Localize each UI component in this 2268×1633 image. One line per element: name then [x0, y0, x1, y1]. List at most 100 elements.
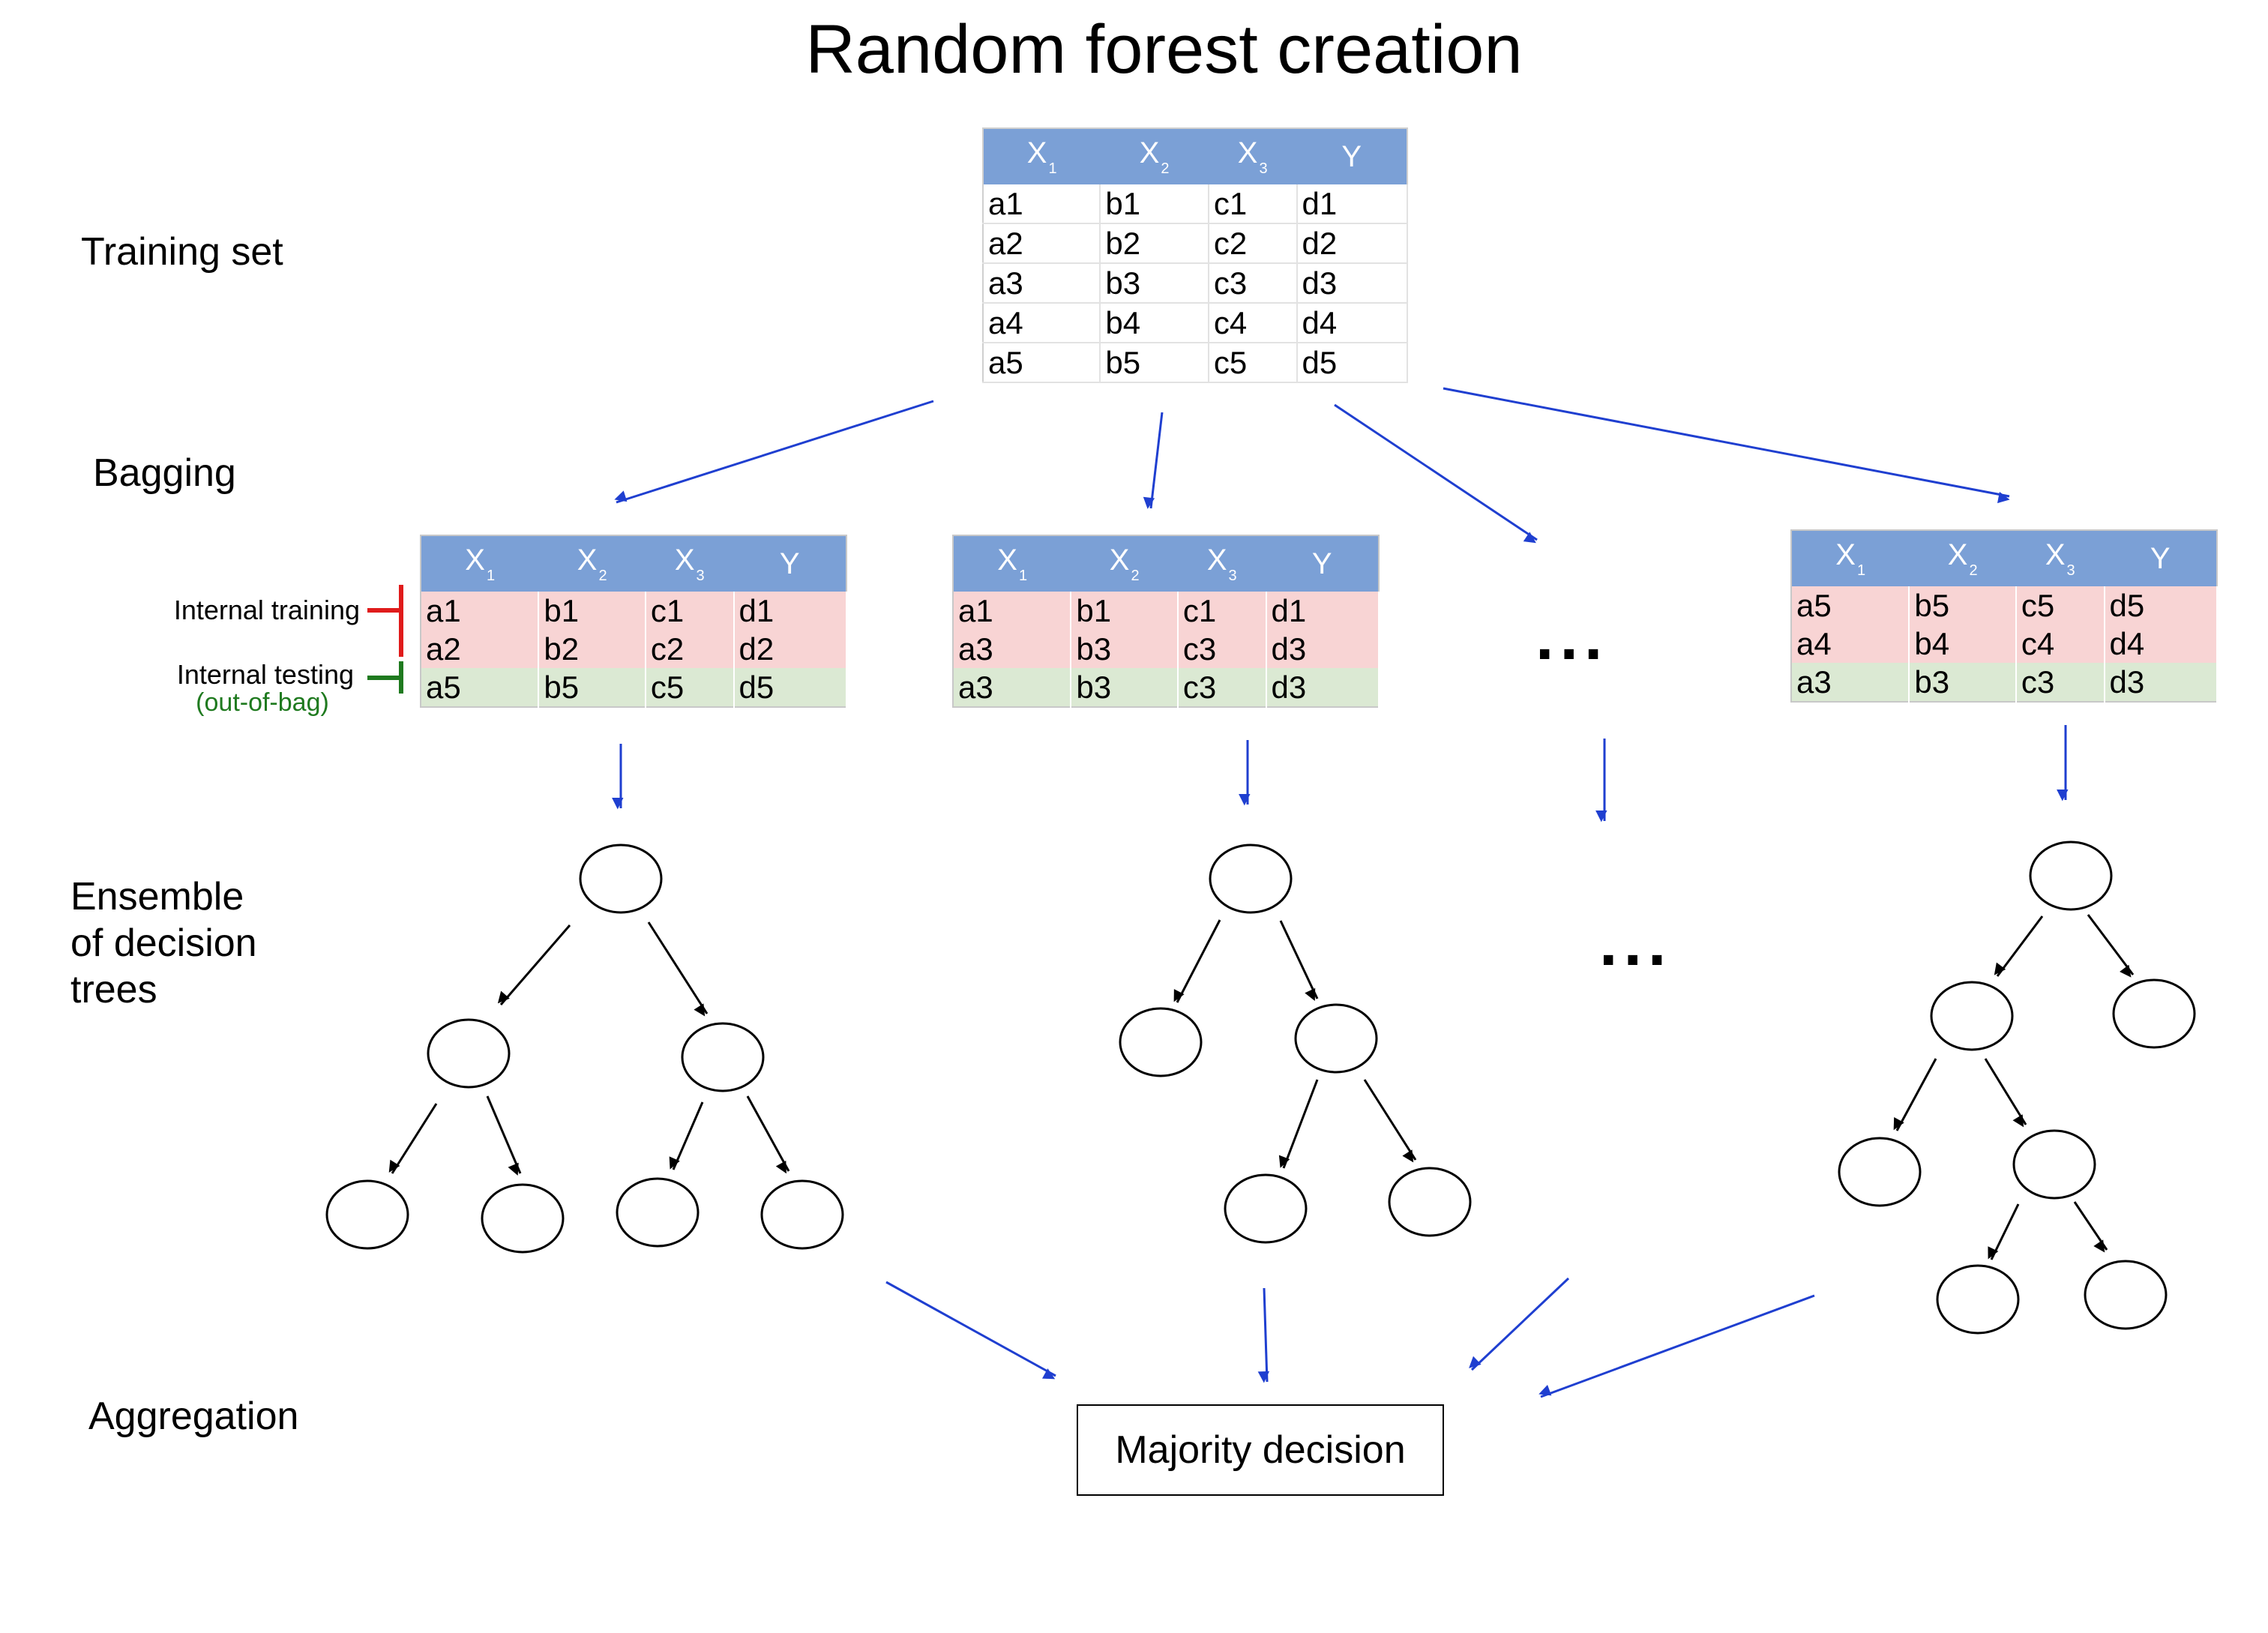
table-cell: b4	[1100, 303, 1209, 343]
table-cell: c5	[1208, 343, 1298, 383]
column-header-subscript: 1	[486, 567, 496, 584]
table-cell: c1	[1177, 592, 1267, 630]
table-cell: c4	[1208, 303, 1298, 343]
table-cell: d3	[1296, 263, 1409, 304]
label-training-set: Training set	[81, 230, 283, 274]
column-header-subscript: 3	[1259, 160, 1268, 177]
arrow-to-bag-dots	[1334, 403, 1538, 544]
table-cell: b5	[1909, 586, 2017, 625]
decision-tree-1	[325, 843, 844, 1254]
table-cell: d1	[733, 592, 848, 630]
column-header-name: X	[1109, 543, 1130, 577]
table-cell: d4	[2104, 625, 2219, 663]
tree-node	[1294, 1003, 1378, 1074]
table-cell: a1	[421, 592, 540, 630]
majority-decision-box: Majority decision	[1077, 1404, 1444, 1496]
table-cell: d3	[1266, 668, 1380, 707]
tree-node	[1930, 981, 2014, 1051]
arrow-to-bag-2	[1143, 412, 1164, 509]
table-cell: d5	[733, 668, 848, 707]
column-header-name: X	[1835, 538, 1856, 571]
tree-node	[427, 1018, 511, 1089]
tree-node	[579, 843, 663, 914]
table-cell: b1	[1071, 592, 1179, 630]
table-cell: a4	[983, 303, 1101, 343]
table-cell: a2	[421, 630, 540, 668]
arrow-tree1-aggregation	[885, 1281, 1056, 1380]
column-header-name: X	[1947, 538, 1968, 571]
table-cell: a5	[983, 343, 1101, 383]
diagram-title: Random forest creation	[805, 11, 1523, 88]
table-cell: a5	[1791, 586, 1910, 625]
column-header-name: X	[2045, 538, 2066, 571]
column-header-name: Y	[1311, 547, 1332, 580]
table-cell: a3	[983, 263, 1101, 304]
column-header-name: X	[997, 543, 1017, 577]
decision-tree-2	[1119, 843, 1472, 1244]
column-header-name: X	[1206, 543, 1227, 577]
table-cell: b1	[538, 592, 646, 630]
column-header-subscript: 1	[1856, 562, 1866, 579]
tree-node	[1388, 1167, 1472, 1237]
table-cell: c3	[2015, 663, 2105, 702]
table-cell: b5	[1100, 343, 1209, 383]
column-header: Y	[1296, 128, 1407, 184]
tree-node	[2084, 1260, 2168, 1330]
table-cell: b2	[538, 630, 646, 668]
ellipsis-trees: ...	[1599, 905, 1673, 979]
table-cell: a1	[953, 592, 1072, 630]
table-cell: a5	[421, 668, 540, 707]
column-header-subscript: 2	[1161, 160, 1170, 177]
column-header-name: X	[465, 543, 485, 577]
table-cell: a3	[1791, 663, 1910, 702]
ellipsis-bags: ...	[1535, 599, 1609, 673]
column-header: Y	[2104, 530, 2217, 586]
column-header-name: Y	[2150, 541, 2171, 575]
arrow-to-bag-1	[614, 400, 934, 504]
table-cell: d2	[1296, 223, 1409, 264]
table-cell: d3	[1266, 630, 1380, 668]
tree-node	[325, 1179, 409, 1250]
internal-training-label: Internal training	[173, 595, 360, 625]
column-header: Y	[1266, 535, 1379, 592]
tree-node	[2012, 1129, 2096, 1200]
table-cell: d1	[1296, 184, 1409, 224]
column-header-name: X	[577, 543, 598, 577]
arrow-dots-aggregation	[1469, 1277, 1570, 1371]
tree-node	[760, 1179, 844, 1250]
majority-decision-label: Majority decision	[1115, 1428, 1406, 1472]
column-header-subscript: 3	[1228, 567, 1237, 584]
table-cell: c4	[2015, 625, 2105, 663]
decision-tree-n	[1838, 840, 2196, 1335]
table-cell: b3	[1071, 630, 1179, 668]
tree-node	[1838, 1137, 1922, 1207]
label-bagging: Bagging	[93, 451, 236, 495]
table-cell: b3	[1071, 668, 1179, 707]
label-ensemble-line3: trees	[70, 968, 157, 1011]
column-header-name: X	[1026, 136, 1047, 169]
label-ensemble: Ensemble of decision trees	[70, 873, 257, 1013]
